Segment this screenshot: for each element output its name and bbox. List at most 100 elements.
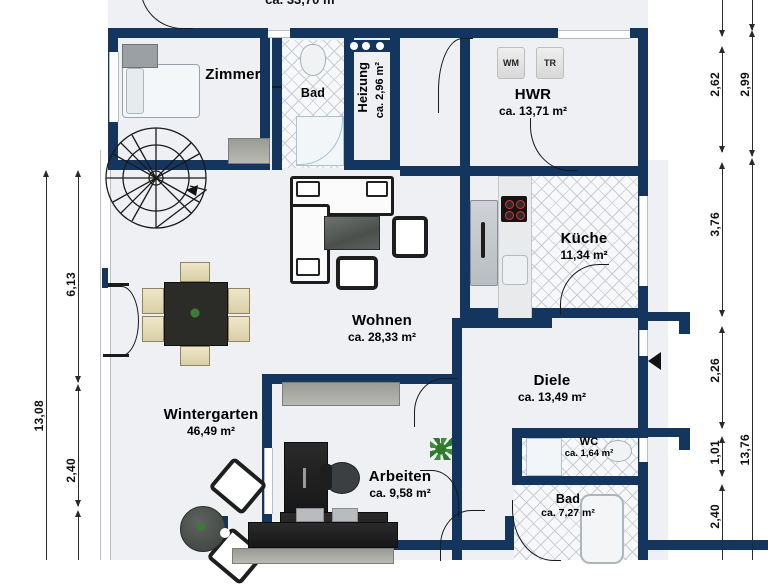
dining-chair-left-1 [142, 288, 164, 314]
dim-right-2-62-arrow-bottom [719, 146, 725, 153]
dim-left-outer-arrow-top [43, 170, 49, 177]
wall-bottom-right-jamb [505, 516, 515, 550]
heizung-valve-3 [376, 42, 384, 50]
wall-top-horizontal-a [108, 28, 268, 38]
bottom-dark-unit [248, 522, 398, 548]
dim-right-2-99-arrow-upper [749, 30, 755, 37]
nightstand [122, 44, 158, 68]
burner-2 [516, 200, 525, 209]
room-label-arbeiten: Arbeiten ca. 9,58 m² [368, 468, 432, 500]
dim-right-1-01-arrow-top [719, 436, 725, 443]
dim-right-3-76-line [722, 164, 723, 316]
burner-3 [505, 211, 514, 220]
wall-wc-left [512, 428, 522, 484]
sofa-cushion-b [366, 181, 388, 197]
wall-hwr-bottom [400, 166, 640, 176]
room-label-heizung-area: ca. 2,96 m² [374, 62, 386, 119]
room-label-bad-bottom: Bad ca. 7,27 m² [541, 492, 595, 519]
zimmer-sideboard [228, 138, 270, 164]
sofa-cushion-a [296, 181, 320, 197]
dim-right-2-62-arrow-top [719, 46, 725, 53]
washing-machine: WM [497, 47, 525, 79]
wintergarten-door-head [103, 283, 129, 286]
dim-right-3-76-arrow-bottom [719, 310, 725, 317]
wohnen-door-swing [414, 378, 457, 427]
dim-right-outer-line-top [752, 0, 753, 30]
window-reveal-upper-jamb [679, 312, 690, 334]
arbeiten-plant-icon [430, 438, 452, 460]
window-reveal-lower-jamb [679, 428, 690, 450]
wall-heizung-right [390, 38, 400, 170]
window-reveal-lower [648, 428, 690, 437]
dim-left-2-40-arrow-bottom [75, 500, 81, 507]
dim-left-2-40-text: 2,40 [64, 458, 78, 483]
room-label-kuche: Küche 11,34 m² [560, 230, 608, 262]
desk-accessory [332, 508, 358, 522]
bottom-door-swing [440, 510, 485, 561]
dim-right-1-01-text: 1,01 [708, 440, 722, 465]
wall-diele-left [452, 380, 462, 560]
room-label-diele: Diele ca. 13,49 m² [517, 372, 587, 404]
bottom-sideboard [232, 548, 394, 564]
wall-diele-bath-top [512, 428, 648, 438]
dim-right-2-99-line [752, 34, 753, 156]
floor-plan-canvas: Zimmer Bad Heizung ca. 2,96 m² WM TR HWR… [32, 0, 768, 585]
desk-monitor-base [296, 508, 324, 522]
bed-pillow [126, 68, 144, 114]
dining-chair-right-2 [228, 316, 250, 342]
wall-heizung-bottom [344, 160, 400, 170]
dim-right-2-40-text: 2,40 [708, 504, 722, 529]
wall-top-horizontal-d [480, 28, 558, 38]
dim-right-2-99-text: 2,99 [738, 72, 752, 97]
room-label-wc: WC ca. 1,64 m² [564, 436, 614, 459]
window-arbeiten-left [264, 448, 273, 514]
wintergarten-door-swing [104, 286, 139, 356]
room-label-bad-top: Bad [300, 86, 326, 100]
dim-left-inner-line-c [78, 512, 79, 560]
armchair-right [392, 216, 428, 258]
dim-left-inner-line-b [78, 386, 79, 506]
wall-bad-right [344, 38, 354, 170]
arbeiten-cabinet-handle [303, 468, 306, 488]
dim-right-inner-line-top [722, 0, 723, 36]
bottom-wall-port-icon [220, 528, 230, 538]
bad-top-door-leaf [272, 86, 282, 88]
window-reveal-upper [648, 312, 690, 321]
window-diele-right-a [639, 330, 648, 356]
dim-right-2-26-text: 2,26 [708, 358, 722, 383]
wall-right-upper [638, 28, 648, 173]
dim-right-2-99-arrow-bottom [749, 150, 755, 157]
wall-wohnen-diele-top [452, 318, 552, 328]
bad-top-toilet [300, 44, 326, 76]
dim-right-top-arrow [719, 30, 725, 37]
dining-chair-top [180, 262, 210, 282]
dim-right-2-40-line [722, 486, 723, 560]
dim-right-2-62-line [722, 48, 723, 152]
wall-bottom-run [218, 540, 768, 550]
window-hwr-top [558, 30, 630, 39]
window-diele-right-b [639, 436, 648, 462]
wintergarten-glass-wall-lower [100, 355, 111, 560]
wall-top-horizontal-c [470, 28, 480, 38]
dim-left-outer-text: 13,08 [32, 400, 46, 432]
dim-right-2-99-arrow-top [749, 24, 755, 31]
dim-right-2-62-text: 2,62 [708, 72, 722, 97]
room-label-zimmer: Zimmer [205, 66, 261, 83]
wall-wohnen-right-upper [452, 318, 462, 380]
wall-zimmer-right [260, 38, 270, 170]
spiral-staircase [104, 126, 208, 230]
dining-chair-right-1 [228, 288, 250, 314]
wintergarten-table-plant-icon [194, 520, 208, 534]
wall-wohnen-left [262, 374, 272, 474]
kuche-sink [502, 255, 528, 285]
wall-zimmer-bottom [108, 160, 270, 170]
dining-chair-left-2 [142, 316, 164, 342]
room-label-wohnen: Wohnen ca. 28,33 m² [347, 312, 417, 344]
burner-1 [505, 200, 514, 209]
kuche-tile-floor [530, 176, 638, 318]
wc-toilet [604, 440, 632, 462]
wall-wc-bottom [512, 476, 638, 485]
dim-right-2-40-arrow-top [719, 484, 725, 491]
dim-left-inner-arrow-c [75, 510, 81, 517]
dim-right-3-76-arrow-top [719, 162, 725, 169]
